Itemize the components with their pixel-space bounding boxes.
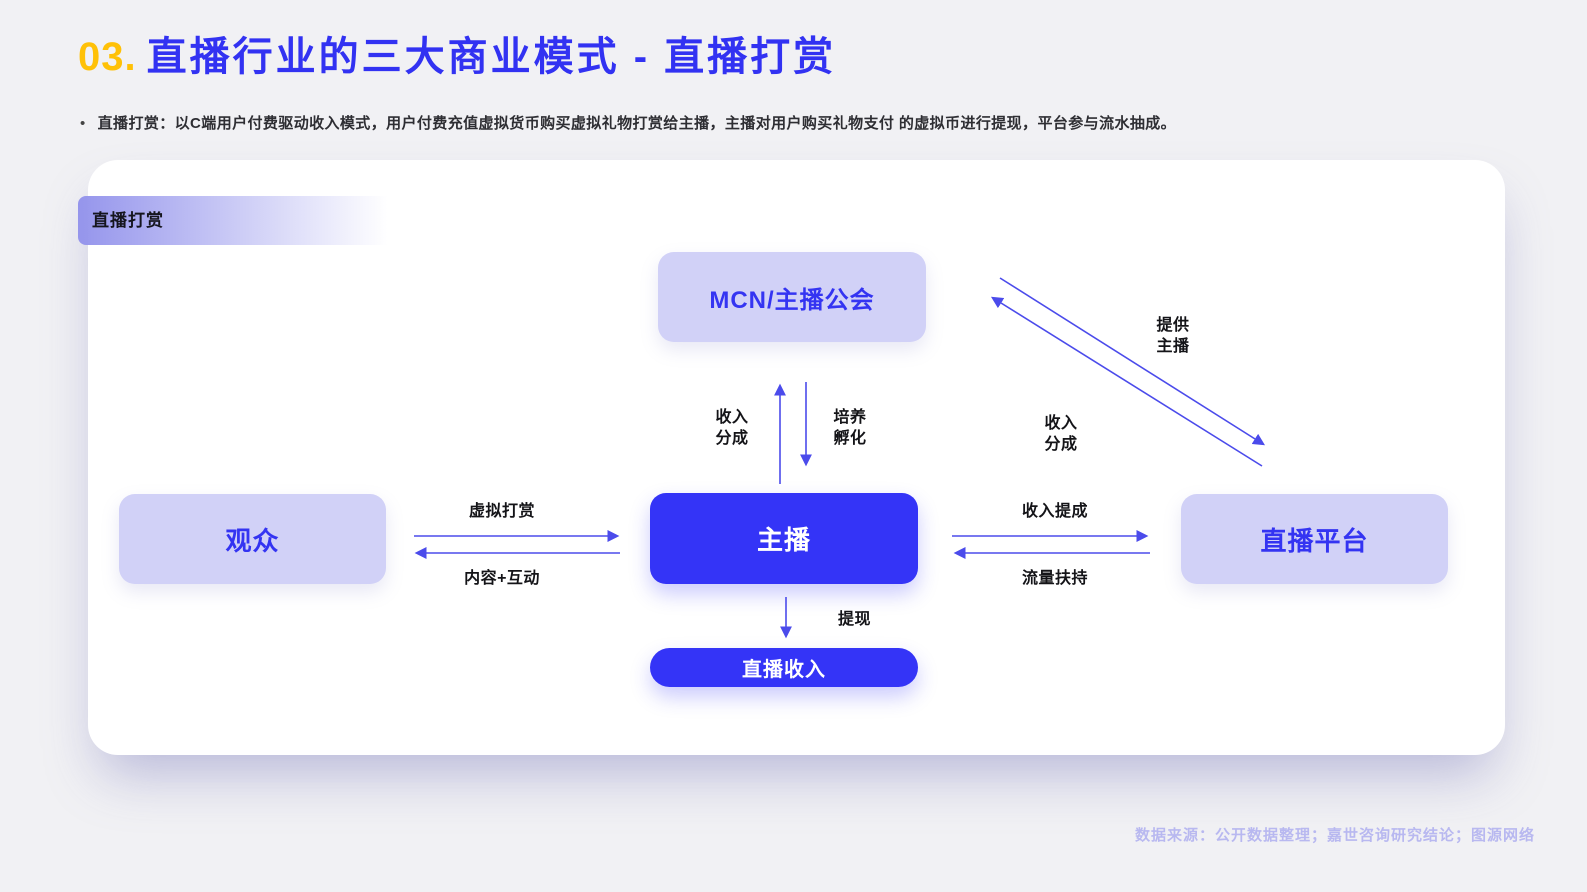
node-mcn-guild: MCN/主播公会 [658, 252, 926, 342]
page-title: 03.直播行业的三大商业模式 - 直播打赏 [78, 24, 836, 82]
node-mcn-label: MCN/主播公会 [709, 286, 875, 314]
label-revenue-share-platform: 收入 分成 [1044, 415, 1078, 453]
node-streamer: 主播 [650, 493, 918, 584]
title-number: 03. [78, 35, 137, 79]
bullet-marker: • [80, 115, 86, 132]
node-audience-label: 观众 [225, 525, 280, 556]
node-live-platform: 直播平台 [1181, 494, 1448, 584]
label-revenue-share-mcn: 收入 分成 [715, 409, 749, 447]
label-content-interaction: 内容+互动 [464, 570, 540, 587]
label-withdraw: 提现 [838, 611, 872, 628]
node-income-label: 直播收入 [742, 659, 826, 681]
node-streamer-label: 主播 [756, 525, 811, 555]
node-platform-label: 直播平台 [1260, 525, 1369, 556]
label-provide-streamer: 提供 主播 [1156, 317, 1190, 355]
bullet-text: 直播打赏：以C端用户付费驱动收入模式，用户付费充值虚拟货币购买虚拟礼物打赏给主播… [97, 115, 1177, 132]
label-revenue-commission: 收入提成 [1021, 503, 1088, 520]
data-source-footer: 数据来源：公开数据整理；嘉世咨询研究结论；图源网络 [1134, 827, 1535, 844]
node-live-income: 直播收入 [650, 648, 918, 687]
diagram-tag: 直播打赏 [78, 196, 430, 245]
node-audience: 观众 [119, 494, 386, 584]
description-line: • 直播打赏：以C端用户付费驱动收入模式，用户付费充值虚拟货币购买虚拟礼物打赏给主… [80, 112, 1176, 133]
label-cultivate-incubate: 培养 孵化 [833, 409, 867, 447]
label-virtual-tipping: 虚拟打赏 [468, 503, 535, 520]
title-text: 直播行业的三大商业模式 - 直播打赏 [146, 35, 837, 79]
label-traffic-support: 流量扶持 [1021, 570, 1088, 587]
